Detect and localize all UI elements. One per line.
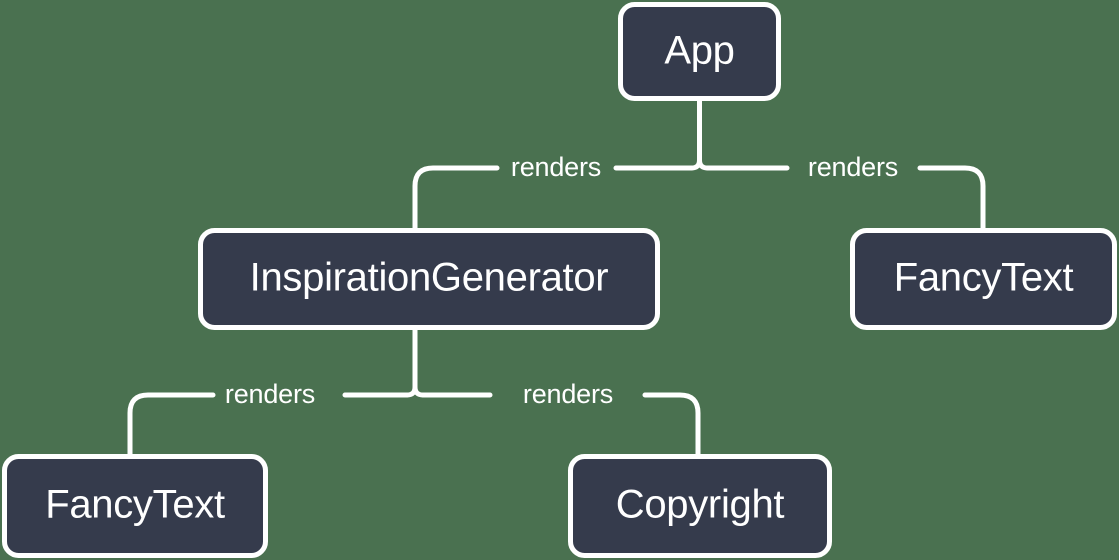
node-inspiration-generator-label: InspirationGenerator [250, 256, 609, 300]
node-copyright-box[interactable] [568, 454, 832, 558]
connector-inspiration-generator-to-fancy-text [127, 392, 410, 457]
node-fancy-text-right-label: FancyText [894, 256, 1074, 300]
node-copyright-label: Copyright [616, 483, 785, 527]
node-fancy-text-bottom-box[interactable] [2, 454, 268, 558]
connector-app-junction-left [689, 157, 702, 171]
edge-label-app-to-fancy-text-right: renders [808, 152, 898, 182]
node-app[interactable]: App [618, 2, 781, 101]
connector-inspiration-generator-to-copyright [420, 392, 701, 457]
node-fancy-text-right-box[interactable] [850, 228, 1117, 330]
node-copyright[interactable]: Copyright [568, 454, 832, 558]
connector-app-to-fancy-text-right [705, 165, 986, 231]
node-fancy-text-bottom-label: FancyText [45, 483, 225, 527]
node-app-box[interactable] [618, 2, 781, 101]
node-inspiration-generator-box[interactable] [198, 228, 660, 330]
edge-label-app-to-inspiration-generator: renders [511, 152, 601, 182]
node-fancy-text-bottom[interactable]: FancyText [2, 454, 268, 558]
node-fancy-text-right[interactable]: FancyText [850, 228, 1117, 330]
edge-label-group: renders renders renders renders [225, 152, 898, 409]
edge-label-inspiration-generator-to-fancy-text: renders [225, 379, 315, 409]
connector-group [127, 98, 986, 457]
connector-app-to-inspiration-generator [412, 165, 694, 231]
node-inspiration-generator[interactable]: InspirationGenerator [198, 228, 660, 330]
edge-label-inspiration-generator-to-copyright: renders [523, 379, 613, 409]
node-app-label: App [664, 29, 734, 73]
